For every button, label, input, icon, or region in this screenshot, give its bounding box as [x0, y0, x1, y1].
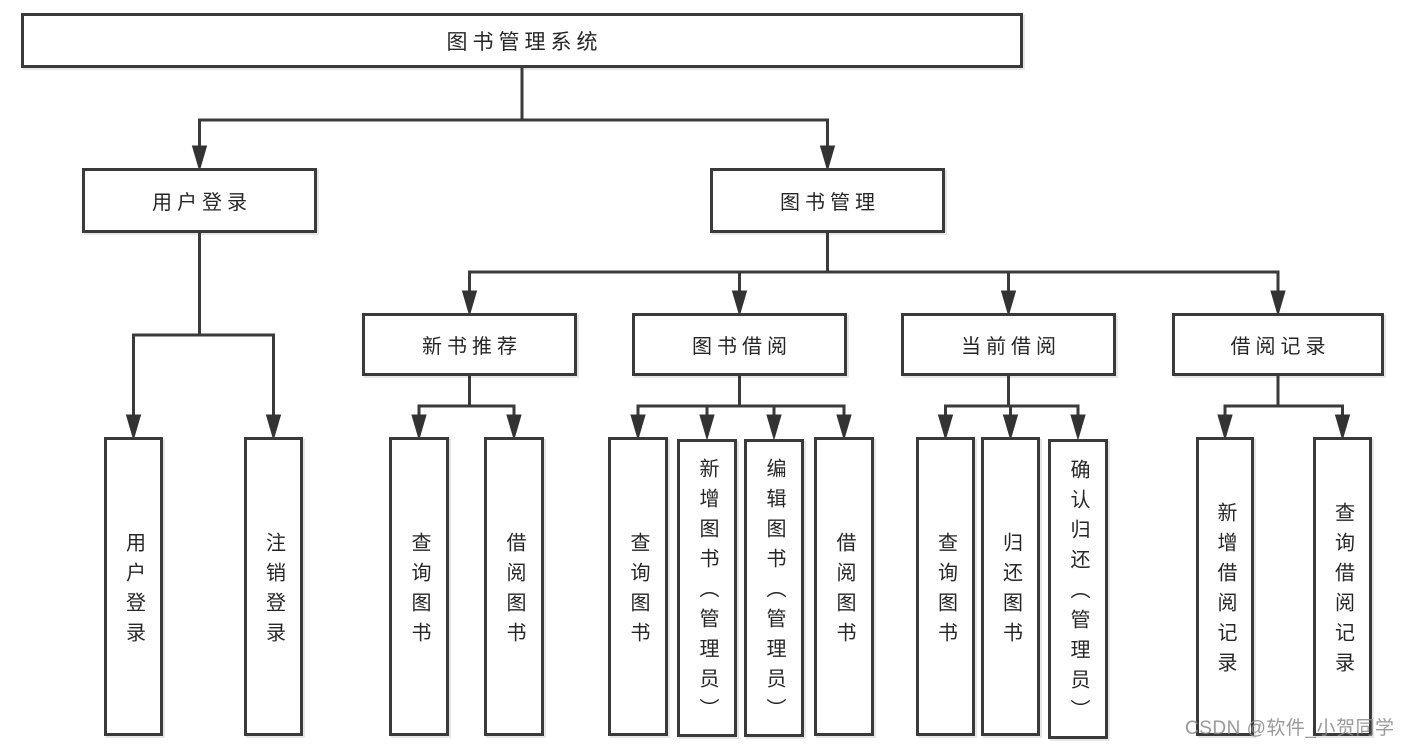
connector-book-mgmt-children	[461, 233, 1286, 317]
arrowhead-icon	[411, 414, 427, 441]
connector-new-book-children	[411, 376, 522, 441]
leaf-borrow-books: 借阅图书	[814, 437, 874, 736]
arrowhead-icon	[1270, 290, 1286, 317]
leaf-borrow-query-books: 查询图书	[608, 437, 668, 736]
arrowhead-icon	[766, 414, 782, 441]
connector-current-borrow-children	[937, 376, 1086, 441]
node-user-login: 用户登录	[82, 168, 317, 233]
leaf-user-login: 用户登录	[104, 437, 163, 736]
arrowhead-icon	[191, 145, 208, 172]
arrowhead-icon	[819, 145, 836, 172]
arrowhead-icon	[731, 290, 748, 317]
leaf-newbook-query-books: 查询图书	[389, 437, 449, 736]
connector-user-login-children	[125, 233, 282, 441]
node-book-borrow: 图书借阅	[632, 313, 847, 376]
connector-borrow-records-children	[1217, 376, 1351, 441]
leaf-logout: 注销登录	[244, 437, 303, 736]
arrowhead-icon	[506, 414, 522, 441]
arrowhead-icon	[1000, 290, 1017, 317]
node-borrow-records: 借阅记录	[1172, 313, 1384, 376]
leaf-newbook-borrow-books: 借阅图书	[484, 437, 544, 736]
leaf-add-book-admin: 新增图书（管理员）	[677, 439, 737, 737]
node-book-management: 图书管理	[710, 168, 945, 233]
leaf-edit-book-admin: 编辑图书（管理员）	[744, 439, 804, 737]
arrowhead-icon	[630, 414, 646, 441]
leaf-confirm-return-admin: 确认归还（管理员）	[1048, 439, 1108, 739]
arrowhead-icon	[937, 414, 954, 441]
arrowhead-icon	[461, 290, 478, 317]
leaf-current-query-books: 查询图书	[916, 437, 975, 736]
arrowhead-icon	[125, 414, 142, 441]
arrowhead-icon	[1217, 414, 1233, 441]
arrowhead-icon	[265, 414, 282, 441]
arrowhead-icon	[1070, 414, 1086, 441]
node-current-borrow: 当前借阅	[901, 313, 1116, 376]
csdn-watermark: CSDN @软件_小贺同学	[1185, 718, 1395, 739]
leaf-query-borrow-record: 查询借阅记录	[1313, 437, 1372, 736]
connector-root-to-level1	[191, 68, 836, 172]
arrowhead-icon	[1002, 414, 1019, 441]
leaf-add-borrow-record: 新增借阅记录	[1196, 437, 1254, 736]
node-library-system: 图书管理系统	[21, 13, 1023, 68]
arrowhead-icon	[699, 414, 715, 441]
leaf-return-books: 归还图书	[981, 437, 1040, 736]
arrowhead-icon	[836, 414, 852, 441]
arrowhead-icon	[1334, 414, 1351, 441]
connector-book-borrow-children	[630, 376, 852, 441]
node-new-book-recommend: 新书推荐	[362, 313, 577, 376]
